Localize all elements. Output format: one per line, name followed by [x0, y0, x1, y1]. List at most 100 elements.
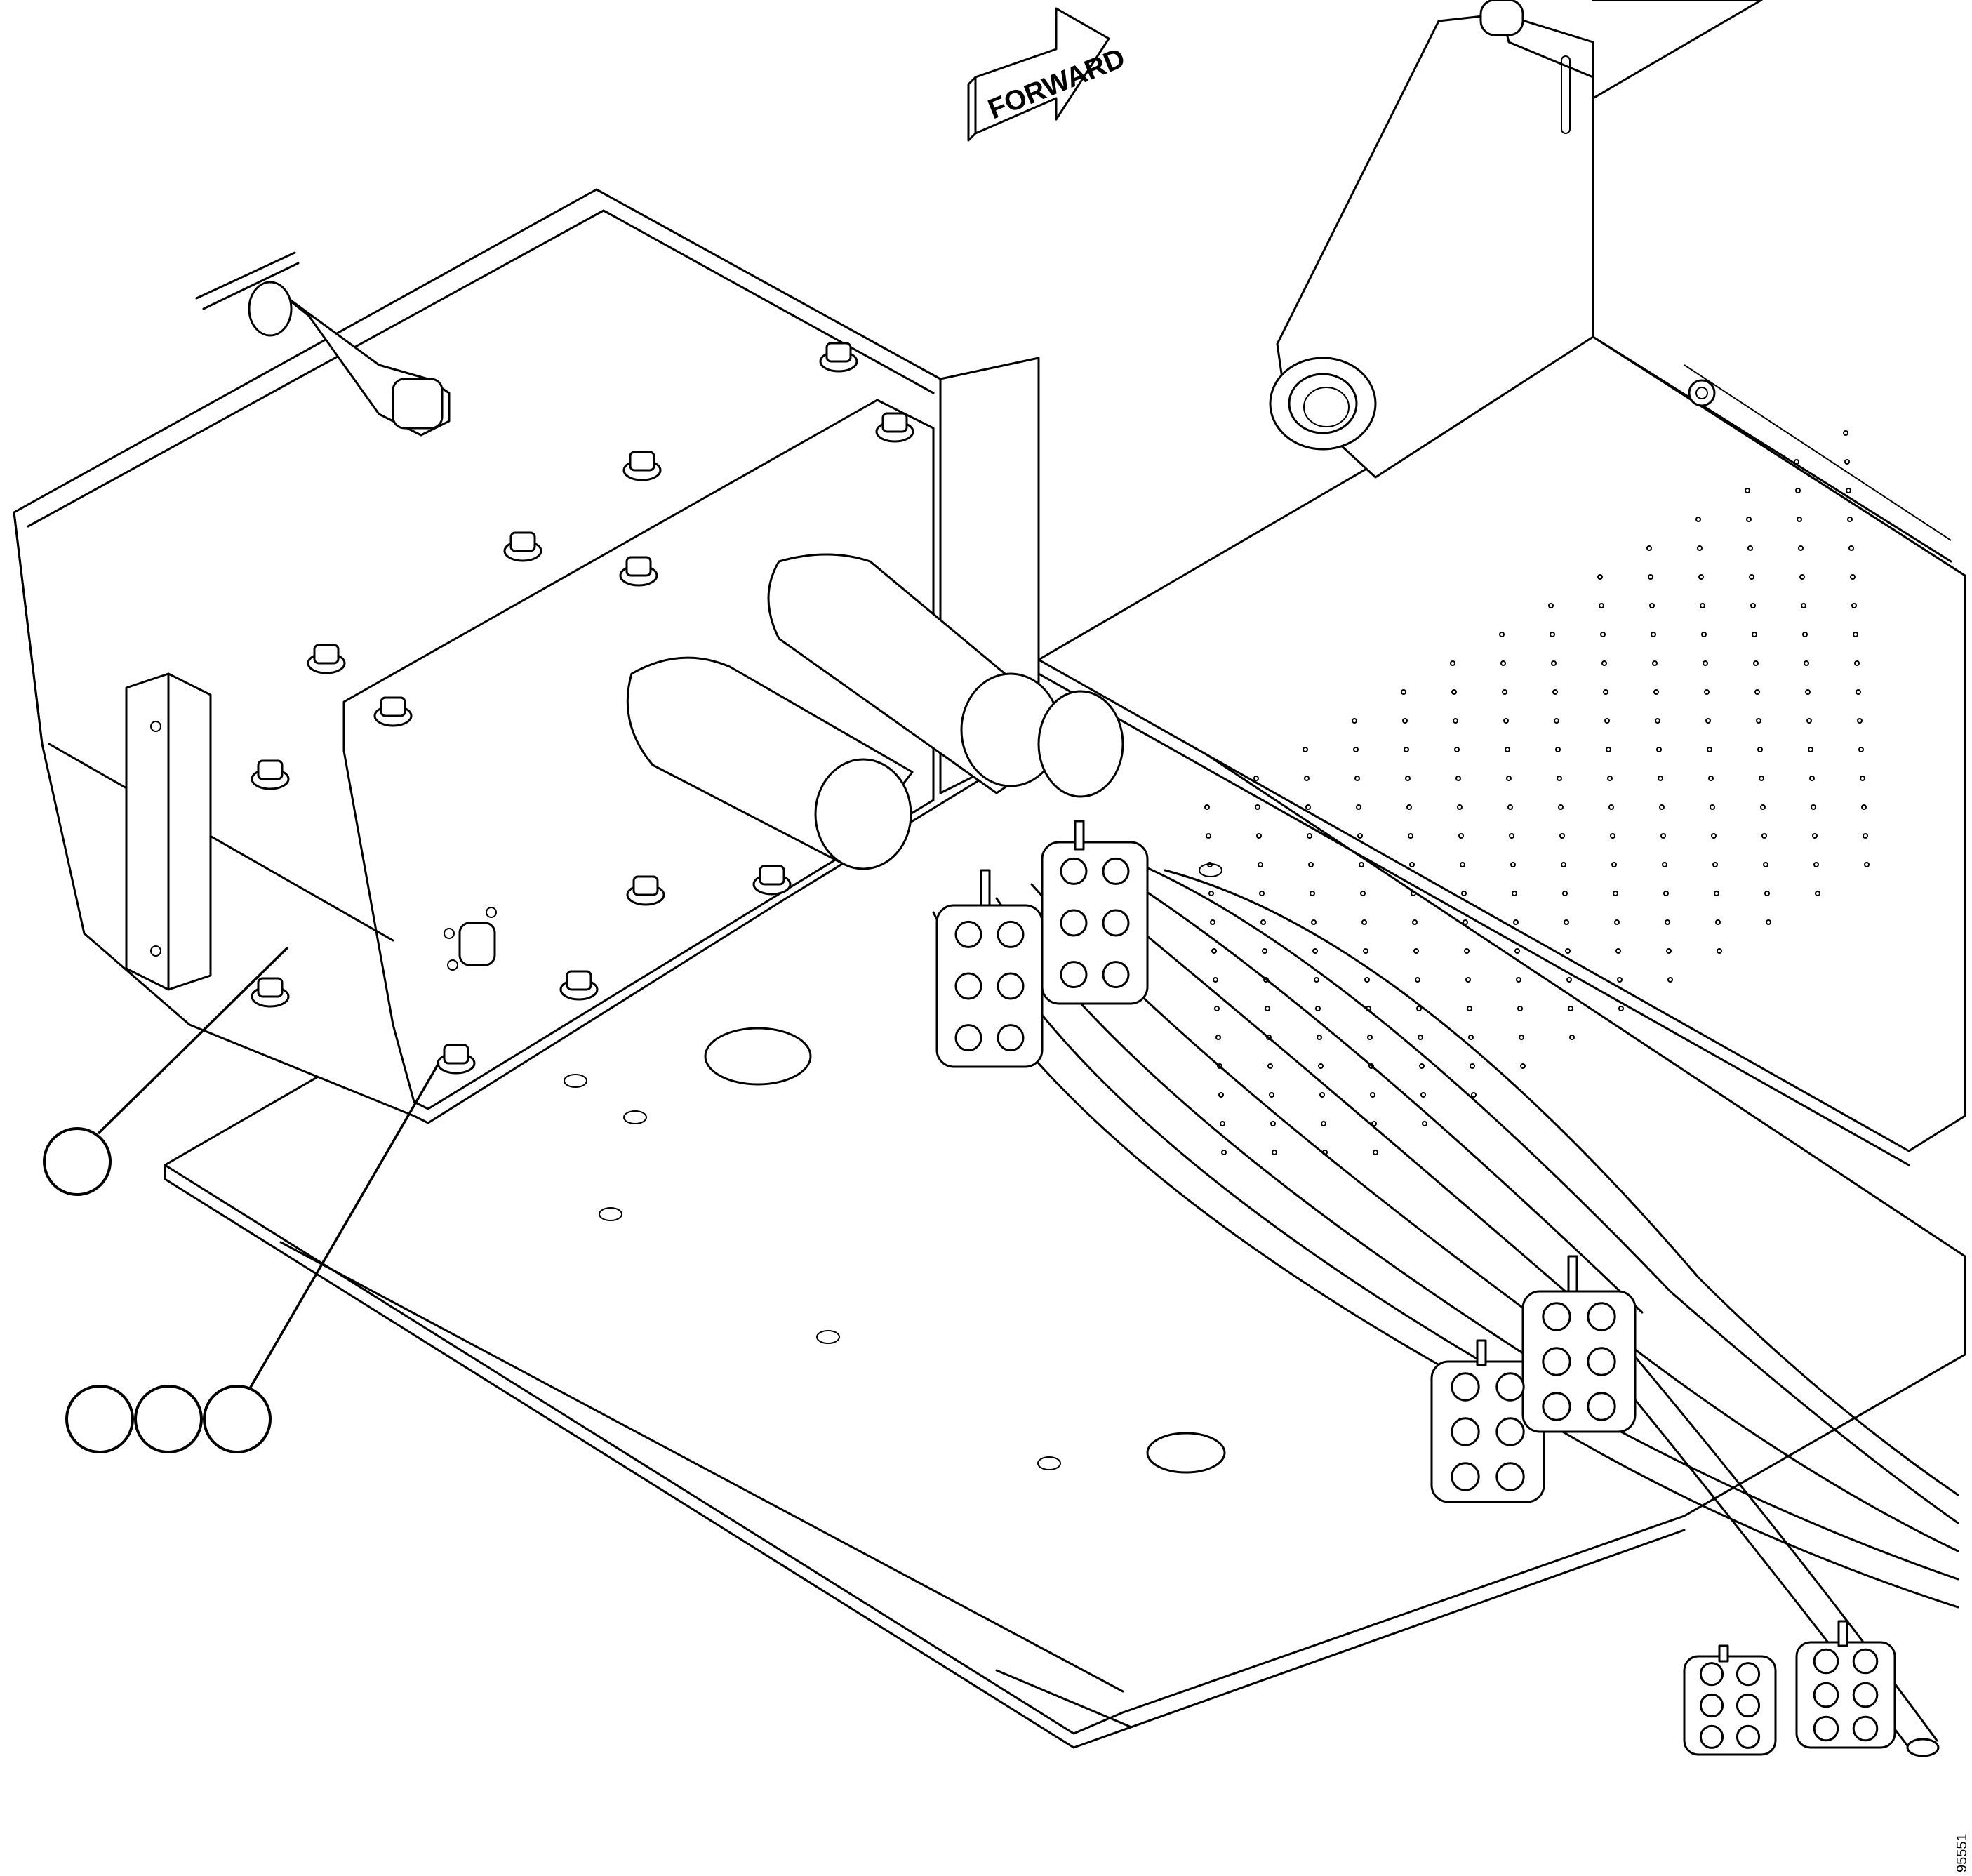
deck-hole [1353, 747, 1359, 752]
deck-hole [1352, 718, 1357, 724]
clamp-hole [1852, 1682, 1879, 1708]
deck-hole [1653, 689, 1659, 695]
deck-hole [1319, 1092, 1325, 1098]
deck-hole [1559, 833, 1565, 839]
deck-hole [1811, 804, 1816, 810]
deck-hole [1557, 776, 1562, 781]
clamp-hole [1813, 1648, 1839, 1675]
deck-hole [1460, 862, 1465, 867]
deck-hole [1597, 574, 1603, 580]
deck-hole [1562, 891, 1568, 896]
clamp-hole [1102, 857, 1130, 885]
deck-hole [1850, 574, 1856, 580]
housing-callout-bubble [43, 1127, 112, 1196]
deck-hole [1359, 862, 1364, 867]
clamp-hole [1587, 1302, 1616, 1331]
deck-hole [1848, 545, 1854, 551]
deck-hole [1259, 891, 1265, 896]
deck-hole [1308, 862, 1314, 867]
deck-holes [1204, 430, 1870, 1155]
deck-hole [1210, 919, 1215, 925]
deck-hole [1847, 517, 1853, 522]
upright-bracket [1269, 0, 1952, 563]
deck-hole [1717, 948, 1722, 954]
clamp-hole [1451, 1462, 1480, 1491]
bolt-head [632, 875, 659, 896]
deck-hole [1510, 862, 1516, 867]
deck-hole [1461, 891, 1467, 896]
deck-hole [1666, 948, 1672, 954]
deck-hole [1843, 430, 1848, 436]
deck-hole [1499, 632, 1505, 637]
deck-hole [1211, 948, 1217, 954]
deck-hole [1516, 977, 1521, 983]
clamp-hole [1813, 1682, 1839, 1708]
deck-hole [1415, 977, 1420, 983]
clamp-hole [1542, 1347, 1571, 1376]
bolt-head [759, 865, 785, 886]
deck-hole [1312, 948, 1318, 954]
deck-hole [1665, 919, 1670, 925]
deck-hole [1416, 1006, 1422, 1011]
deck-hole [1697, 545, 1703, 551]
clamp-hole [1495, 1417, 1525, 1446]
deck-hole [1757, 747, 1763, 752]
bolt-head [443, 1044, 469, 1065]
deck-hole [1750, 603, 1756, 608]
deck-hole [1705, 718, 1711, 724]
deck-hole [1564, 919, 1569, 925]
deck-hole [1851, 603, 1857, 608]
clamp-hole [1495, 1372, 1525, 1402]
deck-hole [1703, 660, 1708, 666]
bolt-head [625, 556, 652, 577]
deck-hole [1603, 689, 1608, 695]
deck-hole [1802, 632, 1808, 637]
deck-hole [1373, 1150, 1378, 1155]
clamp-hole [1102, 909, 1130, 937]
deck-hole [1655, 718, 1660, 724]
deck-hole [1413, 948, 1419, 954]
bolt-head [313, 644, 340, 665]
deck-hole [1402, 718, 1408, 724]
clamp-rod [195, 251, 451, 437]
housing-bolts [251, 342, 914, 1075]
bolt-head [380, 696, 406, 717]
deck-hole [1514, 948, 1520, 954]
deck-hole [1307, 833, 1312, 839]
deck-hole [1315, 1006, 1321, 1011]
deck-hole [1749, 574, 1754, 580]
deck-hole [1303, 747, 1308, 752]
deck-hole [1418, 1035, 1423, 1040]
deck-hole [1314, 977, 1319, 983]
deck-hole [1221, 1150, 1227, 1155]
deck-hole [1509, 833, 1514, 839]
bolt-head [881, 412, 908, 433]
deck-hole [1746, 517, 1752, 522]
deck-hole [1458, 833, 1464, 839]
deck-hole [1412, 919, 1418, 925]
fastener-callout-bubble-1 [65, 1385, 134, 1453]
deck-hole [1761, 833, 1767, 839]
deck-hole [1618, 1006, 1624, 1011]
clamp-hole [1852, 1715, 1879, 1742]
deck-hole [1253, 776, 1259, 781]
clamp-hole [1060, 961, 1088, 989]
clamp-hole [1699, 1724, 1724, 1749]
fastener-callout-bubble-3 [203, 1385, 272, 1453]
deck-hole [1756, 718, 1761, 724]
deck-hole [1608, 804, 1614, 810]
deck-hole [1357, 833, 1363, 839]
deck-hole [1552, 689, 1558, 695]
clamp-holes [954, 857, 1879, 1749]
deck-hole [1797, 517, 1802, 522]
deck-hole [1663, 891, 1669, 896]
deck-hole [1258, 862, 1263, 867]
clamp-hole [1542, 1392, 1571, 1421]
deck-hole [1305, 804, 1311, 810]
deck-hole [1798, 545, 1804, 551]
deck-hole [1662, 862, 1667, 867]
deck-hole [1648, 574, 1653, 580]
deck-hole [1364, 977, 1370, 983]
deck-hole [1465, 977, 1471, 983]
clamp-hole [954, 1024, 982, 1052]
